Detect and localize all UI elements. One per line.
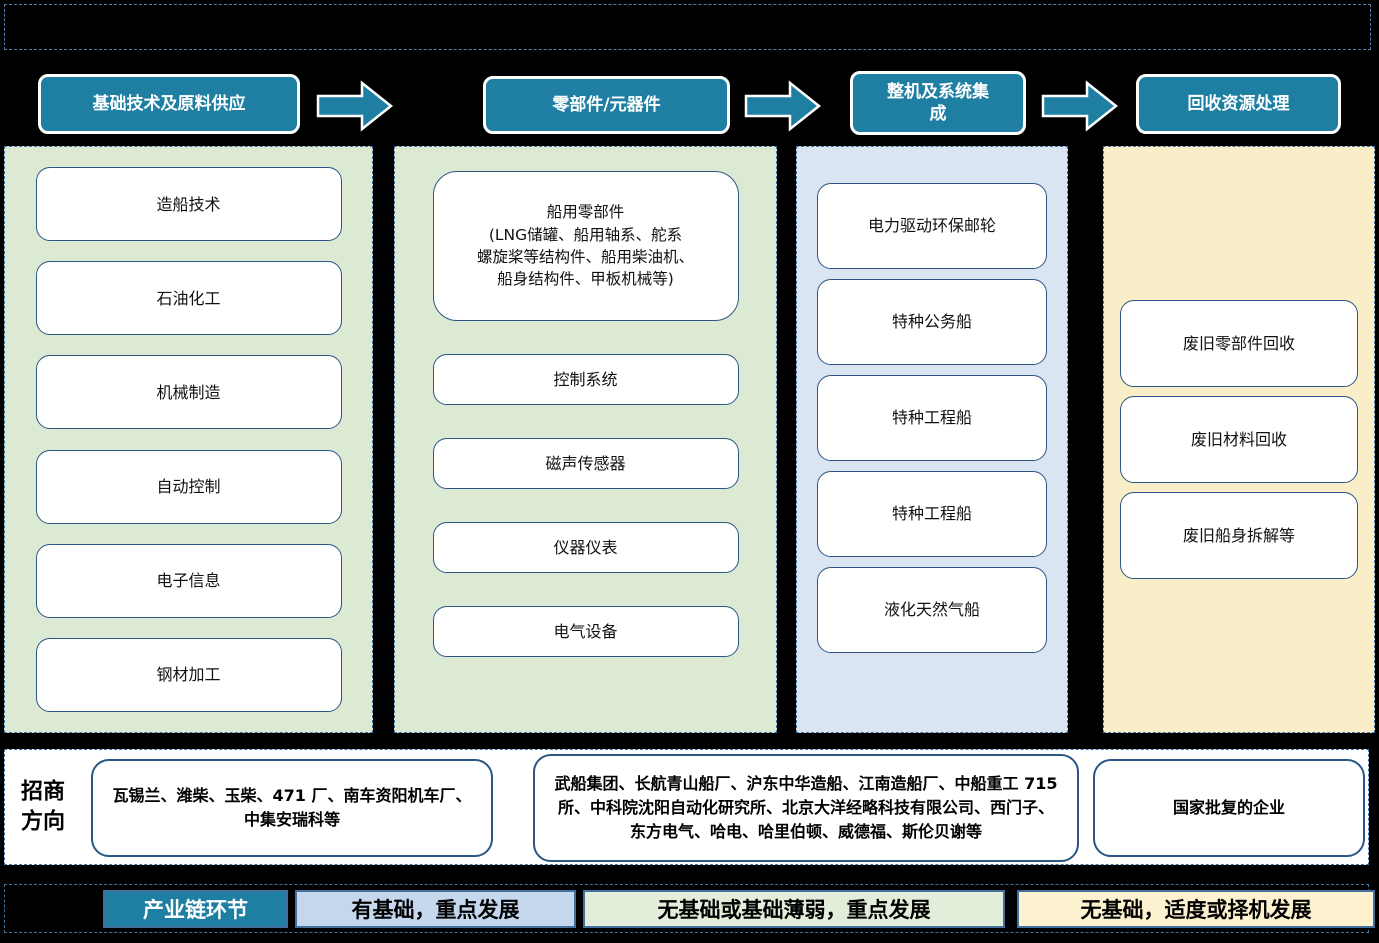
investment-direction-label: 招商 方向 [21, 779, 66, 834]
stage-item: 机械制造 [35, 355, 342, 430]
legend-chip-chain-link: 产业链环节 [103, 890, 288, 928]
stage-header-recycle: 回收资源处理 [1136, 74, 1341, 134]
investment-section: 招商 方向 瓦锡兰、潍柴、玉柴、471 厂、南车资阳机车厂、中集安瑞科等 武船集… [4, 749, 1369, 865]
stage-item: 控制系统 [432, 354, 739, 405]
stage-header-components: 零部件/元器件 [483, 76, 730, 134]
legend-section: 产业链环节 有基础，重点发展 无基础或基础薄弱，重点发展 无基础，适度或择机发展 [4, 884, 1375, 933]
legend-chip-weak-basis: 无基础或基础薄弱，重点发展 [583, 890, 1005, 928]
stage-panel-recycle: 废旧零部件回收 废旧材料回收 废旧船身拆解等 [1103, 146, 1375, 733]
stage-item: 电子信息 [35, 543, 342, 618]
stage-header-integration: 整机及系统集 成 [850, 71, 1026, 135]
stage-item: 特种工程船 [817, 375, 1047, 461]
stage-item: 磁声传感器 [432, 438, 739, 489]
stage-item: 废旧零部件回收 [1120, 300, 1358, 387]
stage-item: 造船技术 [35, 167, 342, 242]
legend-chip-no-basis: 无基础，适度或择机发展 [1017, 890, 1375, 928]
stage-item: 石油化工 [35, 261, 342, 336]
arrow-right-icon [744, 80, 822, 132]
stage-item: 废旧船身拆解等 [1120, 492, 1358, 579]
stage-item: 特种工程船 [817, 471, 1047, 557]
stage-header-supply: 基础技术及原料供应 [38, 74, 300, 134]
stage-item: 电力驱动环保邮轮 [817, 183, 1047, 269]
investment-box: 武船集团、长航青山船厂、沪东中华造船、江南造船厂、中船重工 715所、中科院沈阳… [533, 754, 1079, 862]
arrow-right-icon [316, 80, 394, 132]
title-placeholder [4, 4, 1371, 50]
stage-item: 自动控制 [35, 449, 342, 524]
stage-panel-integration: 电力驱动环保邮轮 特种公务船 特种工程船 特种工程船 液化天然气船 [796, 146, 1068, 733]
arrow-right-icon [1041, 80, 1119, 132]
stage-item: 钢材加工 [35, 637, 342, 712]
legend-chip-has-basis: 有基础，重点发展 [295, 890, 576, 928]
stage-item: 液化天然气船 [817, 567, 1047, 653]
stage-item: 废旧材料回收 [1120, 396, 1358, 483]
stage-item: 电气设备 [432, 606, 739, 657]
stage-item: 仪器仪表 [432, 522, 739, 573]
investment-box: 瓦锡兰、潍柴、玉柴、471 厂、南车资阳机车厂、中集安瑞科等 [91, 759, 493, 857]
stage-panel-components: 船用零部件 (LNG储罐、船用轴系、舵系 螺旋桨等结构件、船用柴油机、 船身结构… [394, 146, 777, 733]
stage-item: 船用零部件 (LNG储罐、船用轴系、舵系 螺旋桨等结构件、船用柴油机、 船身结构… [432, 171, 739, 321]
stage-panel-supply: 造船技术 石油化工 机械制造 自动控制 电子信息 钢材加工 [4, 146, 373, 733]
investment-box: 国家批复的企业 [1093, 759, 1365, 857]
stage-item: 特种公务船 [817, 279, 1047, 365]
